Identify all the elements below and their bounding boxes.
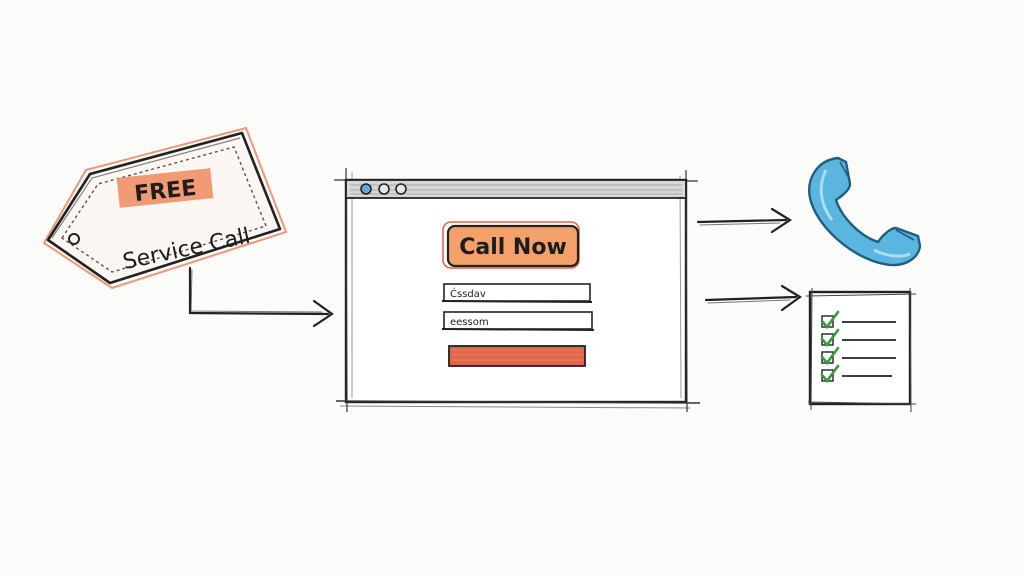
free-highlight bbox=[116, 168, 214, 208]
window-dot-3[interactable] bbox=[395, 183, 407, 195]
checklist-icon bbox=[805, 287, 917, 413]
checklist-item-2 bbox=[820, 328, 896, 348]
email-field-value: eessom bbox=[450, 317, 489, 328]
phone-icon bbox=[808, 156, 922, 267]
window-dot-2[interactable] bbox=[378, 183, 390, 195]
call-now-button[interactable]: Call Now bbox=[442, 221, 580, 269]
checklist-item-4 bbox=[820, 364, 892, 384]
arrow-tag-to-browser bbox=[188, 266, 334, 328]
name-field-value: Ćssdav bbox=[450, 287, 486, 300]
browser-title-bar bbox=[345, 179, 687, 199]
arrow-to-phone bbox=[696, 207, 793, 234]
checklist-item-3 bbox=[820, 346, 896, 366]
arrow-to-checklist bbox=[704, 284, 802, 312]
call-now-label: Call Now bbox=[459, 235, 567, 260]
email-field[interactable]: eessom bbox=[441, 311, 595, 331]
name-field[interactable]: Ćssdav bbox=[441, 283, 593, 303]
free-service-tag: FREE Service Call bbox=[42, 126, 288, 290]
submit-button[interactable] bbox=[448, 345, 586, 367]
tag-hole bbox=[68, 233, 80, 245]
window-dot-1[interactable] bbox=[360, 183, 372, 195]
browser-window: Call Now Ćssdav eessom bbox=[333, 167, 701, 413]
checklist-item-1 bbox=[820, 310, 896, 330]
